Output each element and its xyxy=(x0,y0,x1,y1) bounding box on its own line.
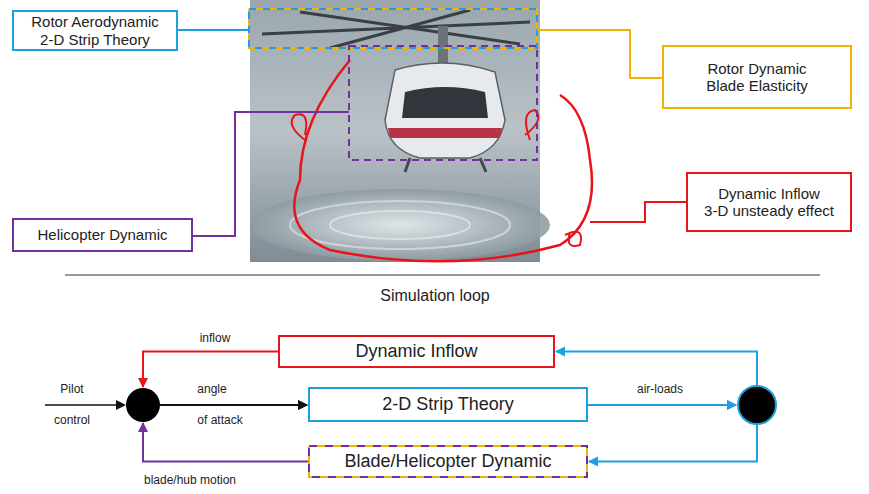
node-text: 2-D Strip Theory xyxy=(40,31,150,48)
arrowhead xyxy=(298,400,308,410)
callout-box: Rotor DynamicBlade Elasticity xyxy=(662,45,852,109)
connector-line xyxy=(143,352,278,388)
node-text: Blade Elasticity xyxy=(706,77,808,94)
arrowhead xyxy=(138,422,148,432)
node-text: Rotor Dynamic xyxy=(707,60,806,77)
signal-label: inflow xyxy=(198,332,233,345)
node-text: Rotor Aerodynamic xyxy=(31,13,159,30)
signal-label: air-loads xyxy=(635,383,685,396)
signal-label: of attack xyxy=(195,414,244,427)
connector-line xyxy=(160,404,307,406)
node-text: Dynamic Inflow xyxy=(355,341,477,362)
callout-box: Rotor Aerodynamic2-D Strip Theory xyxy=(12,10,178,51)
helicopter-stripe xyxy=(388,128,502,138)
dashed-border xyxy=(309,446,587,477)
arrowhead xyxy=(555,347,565,357)
connector-line xyxy=(588,404,736,406)
connector-line xyxy=(160,404,307,406)
fuselage-region xyxy=(349,46,537,160)
node-text: Blade/Helicopter Dynamic xyxy=(344,451,551,472)
rotor-region xyxy=(249,9,537,48)
arrowhead xyxy=(138,378,148,388)
arrowhead xyxy=(298,400,308,410)
signal-label: angle xyxy=(195,383,228,396)
vortex-scribble xyxy=(292,110,581,246)
leader-line xyxy=(193,112,349,236)
process-box: Blade/Helicopter Dynamic xyxy=(308,445,588,478)
helicopter-cockpit xyxy=(402,87,488,118)
callout-box: Helicopter Dynamic xyxy=(12,218,193,252)
signal-label: control xyxy=(52,414,92,427)
flow-connector xyxy=(138,400,308,462)
connector-line xyxy=(143,423,308,462)
sea-ring xyxy=(290,201,510,249)
callout-box: Dynamic Inflow3-D unsteady effect xyxy=(686,172,852,232)
helicopter-body xyxy=(385,63,505,158)
rotor-blade xyxy=(262,10,530,48)
connector-line xyxy=(556,352,757,386)
connector-line xyxy=(588,404,736,406)
process-box: 2-D Strip Theory xyxy=(308,387,588,422)
arrowhead xyxy=(727,400,737,410)
flow-connector xyxy=(588,400,757,467)
section-title: Simulation loop xyxy=(378,287,491,305)
leader-line xyxy=(537,30,662,78)
node-text: Dynamic Inflow xyxy=(718,185,820,202)
separator-line xyxy=(65,275,820,276)
signal-label: blade/hub motion xyxy=(142,474,238,487)
node-text: 2-D Strip Theory xyxy=(382,394,514,415)
summing-junction xyxy=(126,388,160,422)
pilot-input-line xyxy=(45,404,116,406)
signal-label: Pilot xyxy=(58,383,85,396)
connector-line xyxy=(589,425,757,462)
split-junction xyxy=(738,386,776,424)
rotor-region xyxy=(249,9,537,48)
node-text: Helicopter Dynamic xyxy=(37,226,167,243)
sea-ring xyxy=(330,211,470,239)
leader-line xyxy=(178,29,249,31)
arrowhead xyxy=(727,400,737,410)
arrowhead xyxy=(588,457,598,467)
vortex-scribble xyxy=(294,60,592,261)
process-box: Dynamic Inflow xyxy=(278,335,555,368)
node-text: 3-D unsteady effect xyxy=(704,202,834,219)
arrowhead xyxy=(116,400,126,410)
leader-line xyxy=(590,202,686,222)
dashed-border xyxy=(309,446,587,477)
